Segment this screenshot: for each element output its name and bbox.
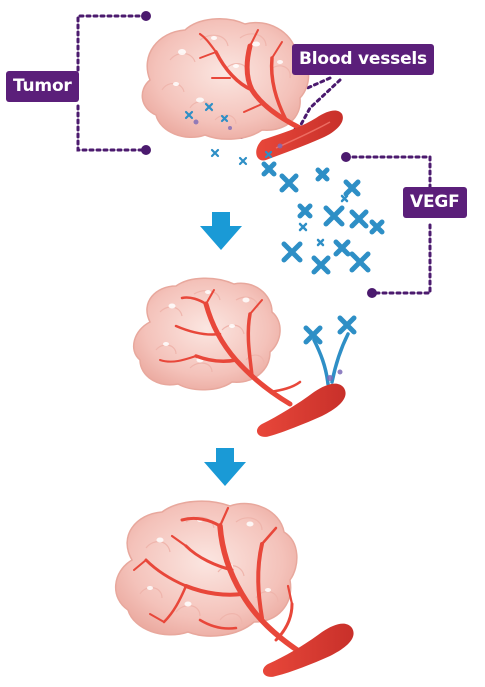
- vegf-molecule: [336, 242, 348, 254]
- stage-1-tumor: [142, 19, 343, 164]
- down-arrow-2: [204, 448, 246, 486]
- vegf-molecule: [282, 176, 296, 190]
- vegf-leader-dot-top: [341, 152, 351, 162]
- vegf-molecules: [264, 164, 382, 272]
- stage-3-tumor: [116, 501, 354, 677]
- vegf-molecule: [284, 244, 300, 260]
- tumor-leader-line: [78, 16, 146, 150]
- tumor-leader-dot-bottom: [141, 145, 151, 155]
- tumor-label: Tumor: [6, 71, 79, 102]
- vegf-molecule: [352, 254, 368, 270]
- vegf-molecule: [314, 258, 328, 272]
- vegf-molecule: [300, 206, 310, 216]
- tumor-leader-dot-top: [141, 11, 151, 21]
- stage-2-tumor: [134, 278, 354, 437]
- vegf-molecule: [352, 212, 366, 226]
- vegf-molecule: [346, 182, 358, 194]
- vegf-label: VEGF: [403, 187, 467, 218]
- vegf-molecule: [340, 318, 354, 332]
- down-arrow-1: [200, 212, 242, 250]
- blood-vessels-label: Blood vessels: [292, 44, 434, 75]
- vegf-molecule: [326, 208, 342, 224]
- vegf-molecule: [318, 170, 327, 179]
- vegf-leader-dot-bottom: [367, 288, 377, 298]
- vegf-molecule: [372, 222, 382, 232]
- vegf-molecule: [264, 164, 274, 174]
- vegf-leader-line: [346, 157, 430, 293]
